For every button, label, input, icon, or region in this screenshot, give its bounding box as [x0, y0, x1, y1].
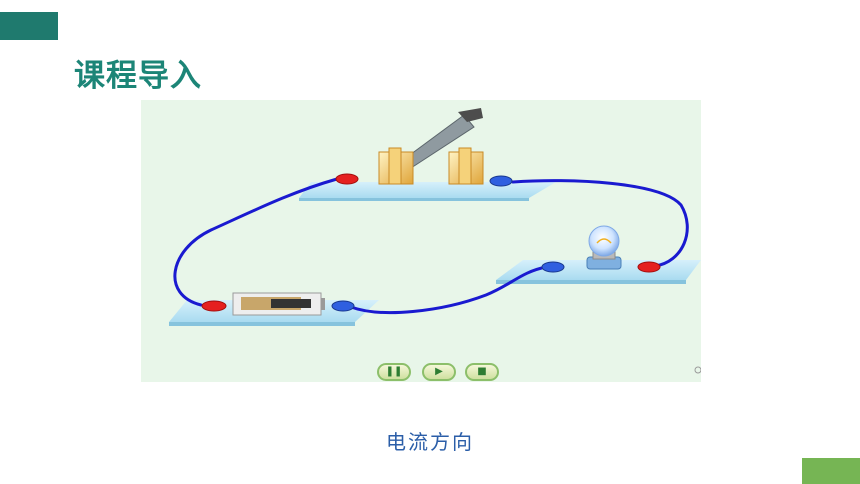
wire-switch-to-bulb	[511, 179, 689, 268]
wire-battery-to-switch	[173, 177, 339, 307]
next-slide-tab[interactable]	[802, 458, 860, 484]
battery-blue-terminal	[331, 300, 355, 312]
switch-blue-terminal	[489, 175, 513, 187]
wire-bulb-to-battery	[349, 265, 548, 315]
switch-shelf	[299, 182, 556, 201]
switch-red-terminal	[335, 173, 359, 185]
page-title: 课程导入	[74, 58, 202, 94]
pause-button[interactable]: ❚❚	[377, 363, 411, 381]
battery	[232, 292, 325, 316]
stop-icon: ■	[477, 366, 487, 377]
bulb-red-terminal	[637, 261, 661, 273]
caption-current-direction: 电流方向	[386, 430, 474, 454]
circuit-wires	[173, 177, 689, 315]
battery-red-terminal	[201, 300, 227, 312]
stop-button[interactable]: ■	[465, 363, 499, 381]
pause-icon: ❚❚	[385, 366, 403, 377]
bulb-blue-terminal	[541, 261, 565, 273]
play-button[interactable]: ▶	[422, 363, 456, 381]
corner-accent-tab	[0, 12, 58, 40]
play-icon: ▶	[435, 366, 443, 377]
knife-switch[interactable]	[378, 108, 484, 185]
circuit-simulation[interactable]: ❚❚ ▶ ■	[141, 100, 701, 382]
light-bulb	[586, 225, 622, 270]
circuit-diagram	[169, 108, 701, 374]
